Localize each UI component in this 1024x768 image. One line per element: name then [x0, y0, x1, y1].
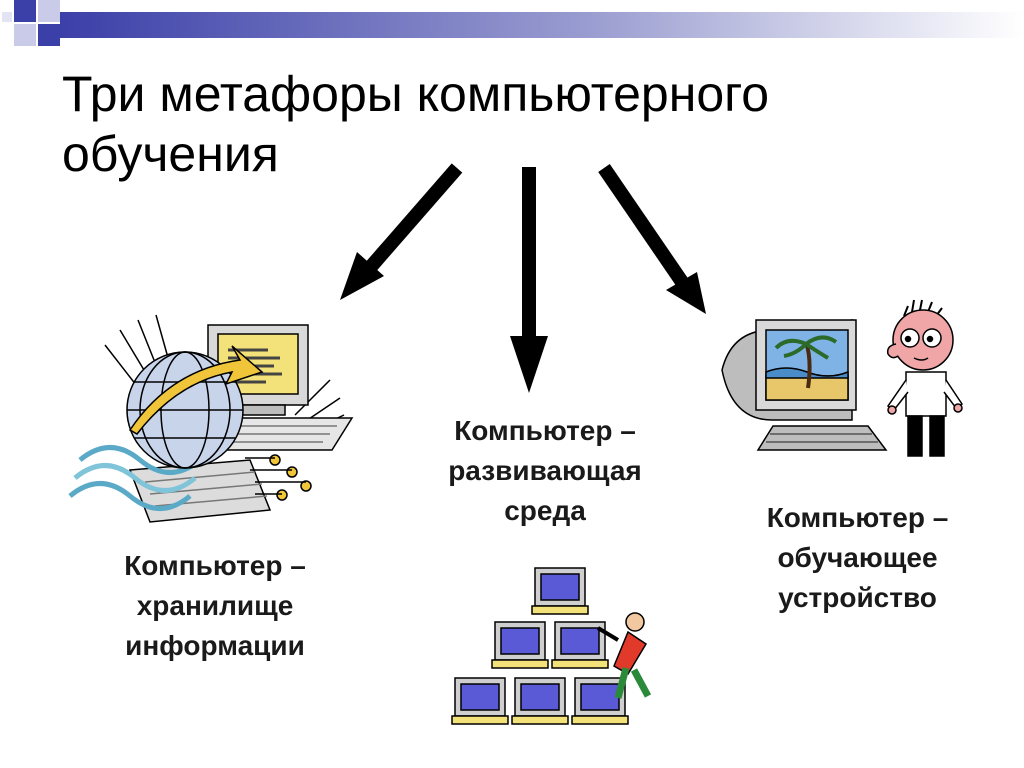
arrow-left [340, 163, 463, 300]
caption-device-line-1: Компьютер – [766, 502, 949, 533]
caption-storage-line-3: информации [125, 630, 305, 661]
caption-device: Компьютер – обучающее устройство [720, 498, 995, 618]
arrow-right [598, 164, 706, 314]
caption-environment-line-1: Компьютер – [454, 415, 636, 446]
caption-storage-line-1: Компьютер – [124, 550, 306, 581]
caption-device-line-3: устройство [778, 582, 937, 613]
caption-environment: Компьютер – развивающая среда [410, 411, 680, 531]
learner-computer-icon [721, 299, 964, 457]
title-line-1: Три метафоры компьютерного [62, 66, 770, 122]
slide-title: Три метафоры компьютерного обучения [62, 64, 922, 184]
caption-environment-line-3: среда [504, 495, 586, 526]
globe-computer-icon [68, 314, 354, 523]
caption-device-line-2: обучающее [777, 542, 938, 573]
caption-storage: Компьютер – хранилище информации [80, 546, 350, 666]
arrow-center [510, 167, 548, 393]
computer-pyramid-icon [451, 567, 652, 725]
caption-storage-line-2: хранилище [136, 590, 294, 621]
header-decoration [2, 0, 1024, 46]
title-line-2: обучения [62, 126, 279, 182]
caption-environment-line-2: развивающая [448, 455, 642, 486]
